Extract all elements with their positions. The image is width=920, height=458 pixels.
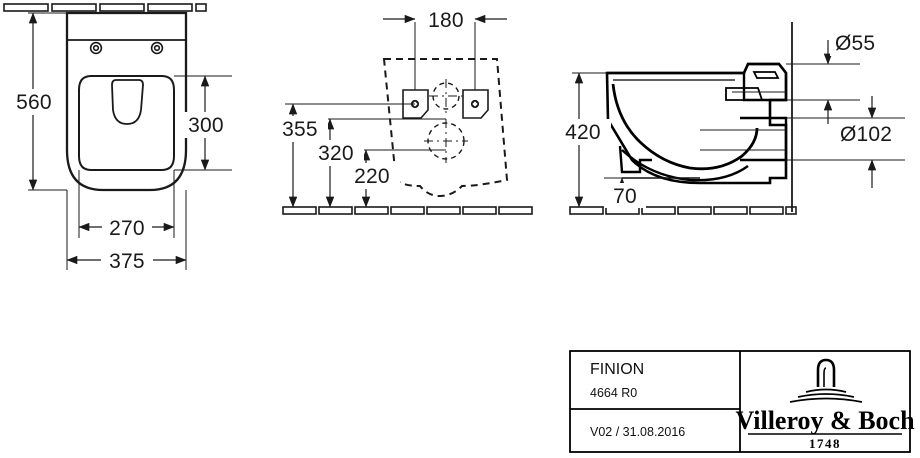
side-dimensions: [572, 40, 905, 208]
brand-name: Villeroy & Boch: [735, 406, 915, 435]
plan-dim-300: 300: [188, 114, 224, 137]
side-dim-d55: Ø55: [835, 32, 875, 55]
front-outlet-circle: [424, 119, 468, 163]
front-inlet-circle: [429, 79, 463, 113]
plan-fixing-cap-left: [89, 41, 103, 55]
side-dim-d102: Ø102: [840, 123, 892, 146]
plan-view-geometry: [65, 11, 188, 192]
fountain-arch-icon: [789, 358, 863, 403]
wall-band-front: [282, 206, 533, 215]
wall-band-side: [569, 206, 797, 215]
front-view-geometry: [382, 22, 509, 198]
side-waste-outlet: [700, 116, 788, 162]
plan-dim-560: 560: [16, 91, 52, 114]
front-fixing-bracket-left: [402, 89, 429, 119]
product-name: FINION: [590, 361, 644, 378]
title-block: FINION 4664 R0 V02 / 31.08.2016 Villeroy…: [569, 350, 915, 453]
front-dim-180: 180: [428, 9, 464, 32]
front-dim-320: 320: [318, 142, 354, 165]
plan-fixing-cap-right: [150, 41, 164, 55]
side-dim-70: 70: [613, 185, 637, 208]
article-number: 4664 R0: [590, 386, 637, 400]
side-dim-420: 420: [565, 121, 601, 144]
side-flush-inlet: [725, 62, 788, 102]
wall-band-plan: [3, 3, 207, 12]
front-dim-355: 355: [282, 118, 318, 141]
brand-year: 1748: [809, 436, 841, 451]
front-dim-220: 220: [354, 165, 390, 188]
front-fixing-bracket-right: [462, 89, 489, 119]
plan-dim-375: 375: [109, 250, 145, 273]
version-date: V02 / 31.08.2016: [590, 425, 685, 439]
plan-dim-270: 270: [109, 217, 145, 240]
